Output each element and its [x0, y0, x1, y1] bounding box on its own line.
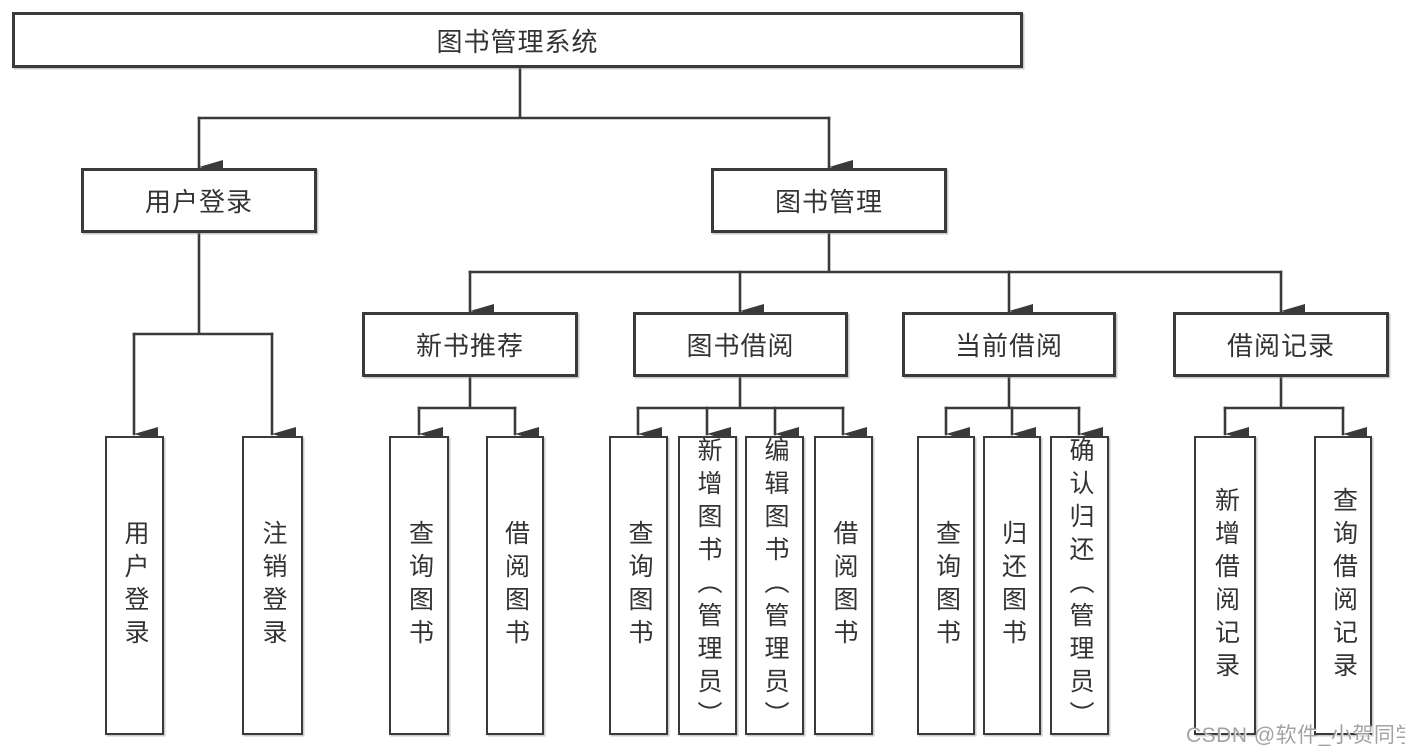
node-nb-borrow-books: 借阅图书 — [486, 436, 544, 735]
node-user-login-action: 用户登录 — [105, 436, 164, 735]
node-cb-query-books: 查询图书 — [917, 436, 975, 735]
node-bb-add-books-admin: 新增图书（管理员） — [678, 436, 737, 735]
node-cb-return-books: 归还图书 — [983, 436, 1041, 735]
node-label: 图书借阅 — [686, 331, 795, 361]
node-label: 用户登录 — [121, 519, 149, 652]
node-label: 查询图书 — [625, 519, 653, 652]
node-label: 借阅图书 — [501, 519, 530, 652]
node-book-management: 图书管理 — [711, 168, 947, 233]
node-label: 新增图书（管理员） — [694, 437, 722, 734]
node-br-add-record: 新增借阅记录 — [1194, 436, 1256, 735]
node-label: 查询图书 — [932, 519, 961, 652]
node-current-borrow: 当前借阅 — [902, 312, 1116, 377]
node-label: 用户登录 — [144, 187, 253, 217]
node-label: 当前借阅 — [954, 331, 1063, 361]
node-bb-edit-books-admin: 编辑图书（管理员） — [745, 436, 804, 735]
node-label: 图书管理 — [774, 187, 883, 217]
node-label: 借阅记录 — [1226, 331, 1335, 361]
node-book-borrow: 图书借阅 — [633, 312, 848, 377]
node-bb-borrow-books: 借阅图书 — [814, 436, 873, 735]
node-borrow-records: 借阅记录 — [1173, 312, 1389, 377]
node-label: 注销登录 — [259, 519, 287, 652]
node-cb-confirm-return-admin: 确认归还（管理员） — [1050, 436, 1109, 735]
node-label: 编辑图书（管理员） — [761, 437, 789, 734]
tree-branch-lines — [132, 66, 1367, 441]
node-new-book-recommend: 新书推荐 — [362, 312, 578, 377]
node-label: 图书管理系统 — [436, 26, 599, 57]
node-label: 查询借阅记录 — [1329, 486, 1358, 685]
node-system-root: 图书管理系统 — [12, 12, 1023, 68]
node-bb-query-books: 查询图书 — [609, 436, 668, 735]
csdn-watermark: CSDN @软件_小贺同学 — [1186, 724, 1405, 747]
node-label: 新书推荐 — [415, 331, 524, 361]
node-nb-query-books: 查询图书 — [389, 436, 449, 735]
node-label: 借阅图书 — [830, 519, 858, 652]
node-label: 查询图书 — [405, 519, 434, 652]
node-label: 确认归还（管理员） — [1066, 437, 1094, 734]
node-br-query-record: 查询借阅记录 — [1314, 436, 1372, 735]
node-logout-action: 注销登录 — [242, 436, 303, 735]
node-user-login: 用户登录 — [81, 168, 317, 233]
node-label: 归还图书 — [998, 519, 1027, 652]
node-label: 新增借阅记录 — [1211, 486, 1240, 685]
